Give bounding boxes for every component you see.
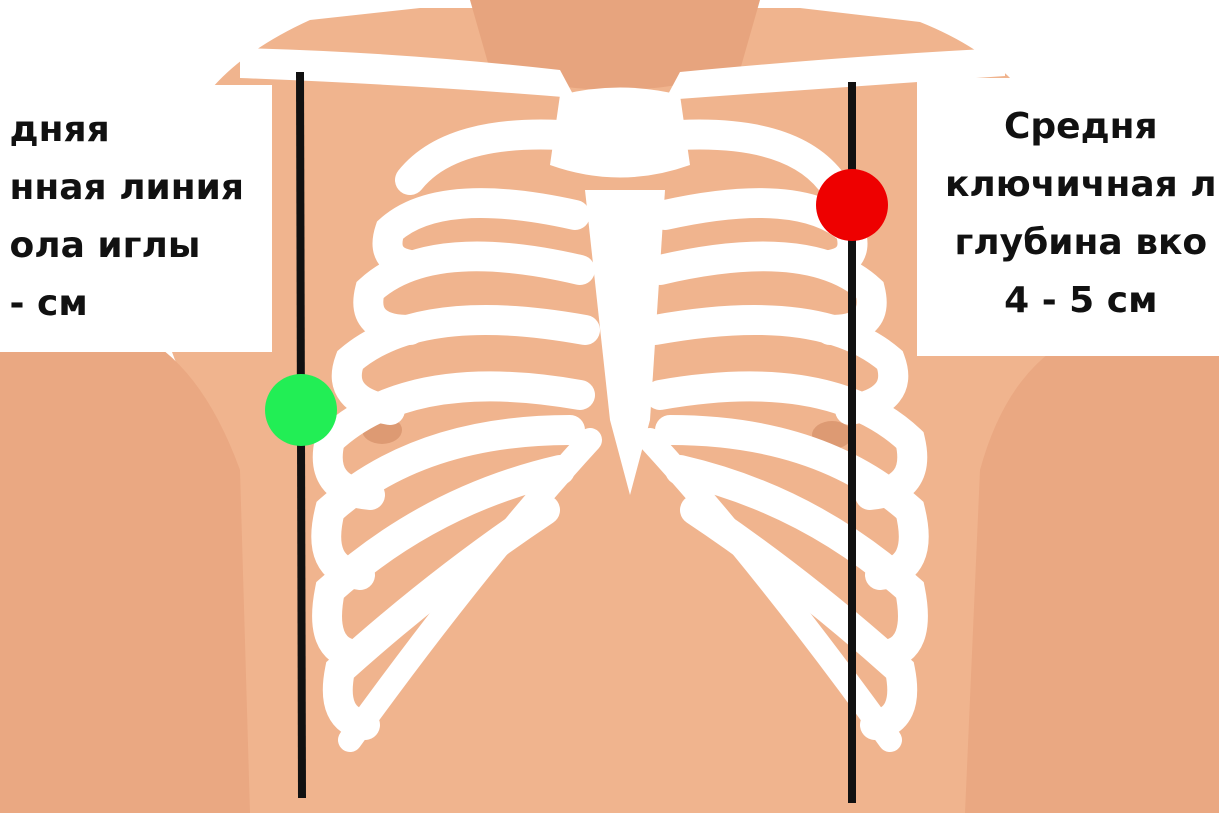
right-label-line-2: ключичная л [945,156,1217,214]
green-dot [265,374,337,446]
left-label-box: дняя нная линия ола иглы - см [0,85,272,352]
left-label-line-1: дняя [10,101,245,159]
left-label-line-4: - см [10,275,245,333]
right-label-box: Средня ключичная л глубина вко 4 - 5 см [917,78,1219,356]
red-dot [816,169,888,241]
right-label-line-1: Средня [945,98,1217,156]
right-label-line-3: глубина вко [945,214,1217,272]
left-label-line-3: ола иглы [10,217,245,275]
right-label-line-4: 4 - 5 см [945,272,1217,330]
left-label-line-2: нная линия [10,159,245,217]
